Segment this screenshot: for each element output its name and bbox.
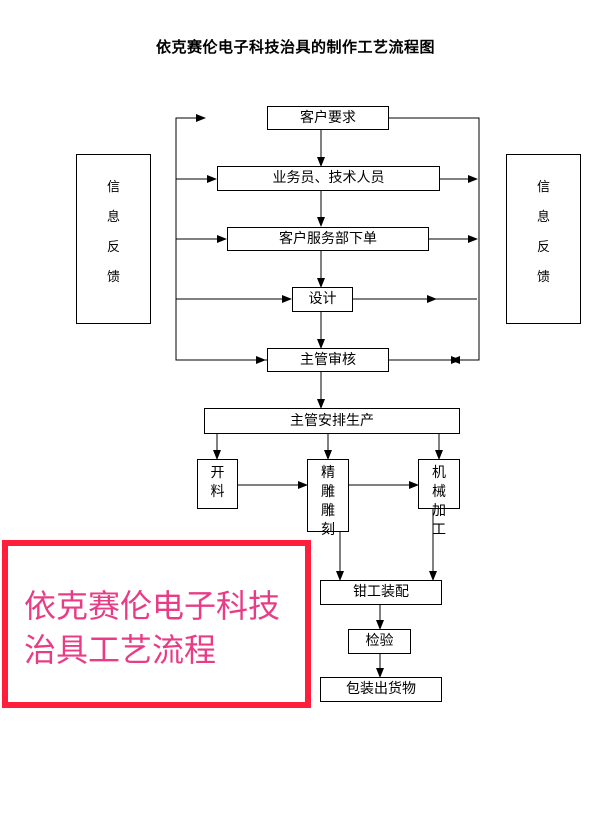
step-inspection: 检验 bbox=[348, 629, 411, 654]
left-feedback-label: 信息反馈 bbox=[106, 180, 120, 285]
page-title: 依克赛伦电子科技治具的制作工艺流程图 bbox=[155, 38, 435, 56]
left-feedback-box: 信息反馈 bbox=[76, 154, 151, 324]
step-cs-order: 客户服务部下单 bbox=[227, 227, 429, 251]
step-arrange-production: 主管安排生产 bbox=[204, 408, 460, 434]
step-shipping: 包装出货物 bbox=[320, 677, 442, 702]
step-customer-request: 客户要求 bbox=[267, 106, 389, 130]
right-feedback-frame bbox=[389, 117, 480, 364]
step-machining: 机械加工 bbox=[418, 459, 460, 538]
step-engraving: 精雕雕刻 bbox=[307, 459, 349, 538]
step-supervisor-review: 主管审核 bbox=[267, 348, 389, 372]
title-overlay-banner: 依克赛伦电子科技治具工艺流程 bbox=[2, 540, 311, 708]
right-feedback-label: 信息反馈 bbox=[536, 180, 550, 285]
step-sales-tech: 业务员、技术人员 bbox=[217, 166, 440, 191]
step-assembly: 钳工装配 bbox=[320, 580, 442, 605]
right-feedback-box: 信息反馈 bbox=[506, 154, 581, 324]
overlay-title-text: 依克赛伦电子科技治具工艺流程 bbox=[24, 587, 281, 669]
step-cutting: 开料 bbox=[197, 459, 238, 509]
step-design: 设计 bbox=[292, 287, 353, 312]
